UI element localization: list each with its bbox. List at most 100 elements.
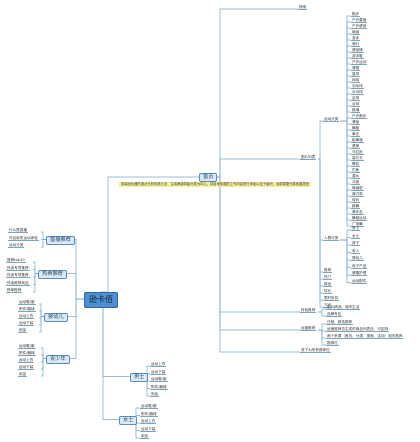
leaf-item[interactable]: 跑步 <box>351 12 361 17</box>
branch-infant[interactable]: 婴幼儿 <box>44 313 68 322</box>
leaf-item[interactable]: 台球 <box>351 102 361 107</box>
leaf-item[interactable]: 推荐top10 <box>6 258 26 263</box>
leaf-item[interactable]: 跳绳 <box>351 108 361 113</box>
leaf-item[interactable]: 马拉松 <box>351 150 364 155</box>
home-node[interactable]: 首页 <box>199 173 218 182</box>
leaf-item[interactable]: 攀岩 <box>351 162 361 167</box>
sport-category-node[interactable]: 运动分类 <box>323 117 340 122</box>
branch-live[interactable]: 首播推荐 <box>46 236 75 245</box>
leaf-item[interactable]: 电子产品 <box>351 263 368 269</box>
connector-line <box>340 237 351 241</box>
leaf-item[interactable]: 健美 <box>351 144 361 149</box>
leaf-item[interactable]: 高尔夫 <box>351 156 364 161</box>
leaf-item[interactable]: TOP <box>323 303 333 308</box>
leaf-item[interactable]: 什么是直播 <box>8 228 28 233</box>
branch-men[interactable]: 男士 <box>130 373 149 382</box>
leaf-item[interactable]: 钓鱼 <box>351 168 361 173</box>
leaf-item[interactable]: 游泳 <box>351 36 361 41</box>
branch-hot[interactable]: 热卖推荐 <box>38 270 67 279</box>
leaf-item[interactable]: 图片精选、城市生活 <box>326 305 361 310</box>
leaf-item[interactable]: 运动下装 <box>140 426 157 432</box>
leaf-item[interactable]: 热门 <box>323 275 333 280</box>
leaf-item[interactable]: 冲浪 <box>351 180 361 185</box>
footer-node[interactable]: 底下为所有推荐位 <box>300 348 331 353</box>
leaf-item[interactable]: 潜水 <box>351 174 361 179</box>
leaf-item[interactable]: 运动上衣 <box>18 358 35 363</box>
leaf-item[interactable]: 运动分类 <box>8 243 25 248</box>
leaf-item[interactable]: 运营推荐位生成的商品列表页，可定制 <box>326 327 390 332</box>
leaf-item[interactable]: 运动下装 <box>18 365 35 370</box>
leaf-item[interactable]: 老人 <box>351 248 361 254</box>
leaf-item[interactable]: 瑜伽 <box>351 30 361 35</box>
leaf-item[interactable]: 用品 <box>18 328 28 333</box>
ops-node[interactable]: 运营推荐 <box>300 326 317 331</box>
leaf-item[interactable]: 运动鞋/服 <box>18 300 36 305</box>
leaf-item[interactable]: 附件/器械 <box>140 411 158 417</box>
leaf-item[interactable]: 广场舞 <box>351 222 364 227</box>
leaf-item[interactable]: 户外运动 <box>351 60 368 65</box>
leaf-item[interactable]: 品牌专区 <box>326 312 343 317</box>
leaf-item[interactable]: 舞蹈 <box>351 126 361 131</box>
leaf-item[interactable]: 推荐 <box>323 268 333 273</box>
leaf-item[interactable]: 热卖专项推荐 <box>6 265 30 271</box>
leaf-item[interactable]: 跆拳道 <box>351 138 364 143</box>
leaf-item[interactable]: 哑铃 <box>351 198 361 203</box>
leaf-item[interactable]: 运动下装 <box>18 321 35 326</box>
crowd-category-node[interactable]: 人群分类 <box>323 236 340 241</box>
branch-women[interactable]: 女士 <box>119 416 138 425</box>
leaf-item[interactable]: 附件/器械 <box>18 351 36 356</box>
leaf-item[interactable]: 新品 <box>323 282 333 287</box>
leaf-item[interactable]: 婴幼儿 <box>351 256 364 261</box>
leaf-item[interactable]: 限时折扣 <box>323 296 340 301</box>
leaf-item[interactable]: 足球 <box>351 96 361 101</box>
leaf-item[interactable]: 跳舞 <box>351 204 361 209</box>
leaf-item[interactable]: 拳击 <box>351 132 361 137</box>
features-node[interactable]: 特色推荐 <box>300 308 317 313</box>
leaf-item[interactable]: 健步走 <box>351 210 364 215</box>
leaf-item[interactable]: 滑板 <box>351 120 361 125</box>
list-node[interactable]: 图片列表 <box>300 155 317 160</box>
search-node[interactable]: 搜索 <box>298 5 308 10</box>
leaf-item[interactable]: 滑雪 <box>351 66 361 71</box>
leaf-item[interactable]: 推荐位 <box>326 341 339 346</box>
leaf-item[interactable]: 运动鞋/服 <box>150 377 168 382</box>
leaf-item[interactable]: 用品 <box>150 392 160 397</box>
leaf-item[interactable]: 特价 <box>323 289 333 294</box>
leaf-item[interactable]: 户外露营 <box>351 18 368 23</box>
leaf-item[interactable]: 弹力带 <box>351 192 364 197</box>
leaf-item[interactable]: 孩子 <box>351 241 361 246</box>
leaf-item[interactable]: 男士 <box>351 226 361 231</box>
leaf-item[interactable]: 羽毛球 <box>351 84 364 89</box>
leaf-item[interactable]: 女士 <box>351 233 361 239</box>
leaf-item[interactable]: 瑜伽垫 <box>351 186 364 191</box>
leaf-item[interactable]: 附件/器械 <box>18 307 36 312</box>
leaf-item[interactable]: 运动鞋/服 <box>18 344 36 349</box>
branch-teen[interactable]: 青少年 <box>46 355 70 364</box>
leaf-item[interactable]: 舞蹈运动 <box>351 216 368 221</box>
leaf-item[interactable]: 健身操 <box>351 48 364 53</box>
leaf-item[interactable]: 热卖推荐商品 <box>6 280 30 286</box>
root-node[interactable]: 逊卡佰 <box>84 292 118 308</box>
leaf-item[interactable]: 户外健身 <box>351 24 368 29</box>
leaf-item[interactable]: 骑行 <box>351 42 361 47</box>
leaf-item[interactable]: 附件/器械 <box>150 384 168 390</box>
leaf-item[interactable]: 榜单推荐 <box>6 288 23 293</box>
leaf-item[interactable]: 网球 <box>351 78 361 83</box>
leaf-item[interactable]: 健康护理 <box>351 271 368 276</box>
leaf-item[interactable]: 运动配件 <box>351 278 368 284</box>
leaf-item[interactable]: 运动鞋/服 <box>140 404 158 409</box>
leaf-item[interactable]: 运动上衣 <box>150 362 167 367</box>
leaf-item[interactable]: 乒乓球 <box>351 90 364 95</box>
leaf-item[interactable]: 日程、精选推荐 <box>326 320 354 325</box>
leaf-item[interactable]: 用品 <box>140 434 150 439</box>
leaf-item[interactable]: 游泳鞋 <box>351 54 364 59</box>
leaf-item[interactable]: 热卖专项推荐 <box>6 273 30 278</box>
leaf-item[interactable]: 篮球 <box>351 72 361 77</box>
leaf-item[interactable]: 两个来源（首页、分类、搜索、活动）相关推荐 <box>326 334 404 339</box>
leaf-item[interactable]: 运动上衣 <box>18 314 35 319</box>
leaf-item[interactable]: 用品 <box>18 372 28 377</box>
leaf-item[interactable]: 户外跑步 <box>351 114 368 119</box>
leaf-item[interactable]: 运动下装 <box>150 369 167 375</box>
leaf-item[interactable]: 运动上衣 <box>140 419 157 424</box>
leaf-item[interactable]: 开启新的运动体验 <box>8 235 39 241</box>
